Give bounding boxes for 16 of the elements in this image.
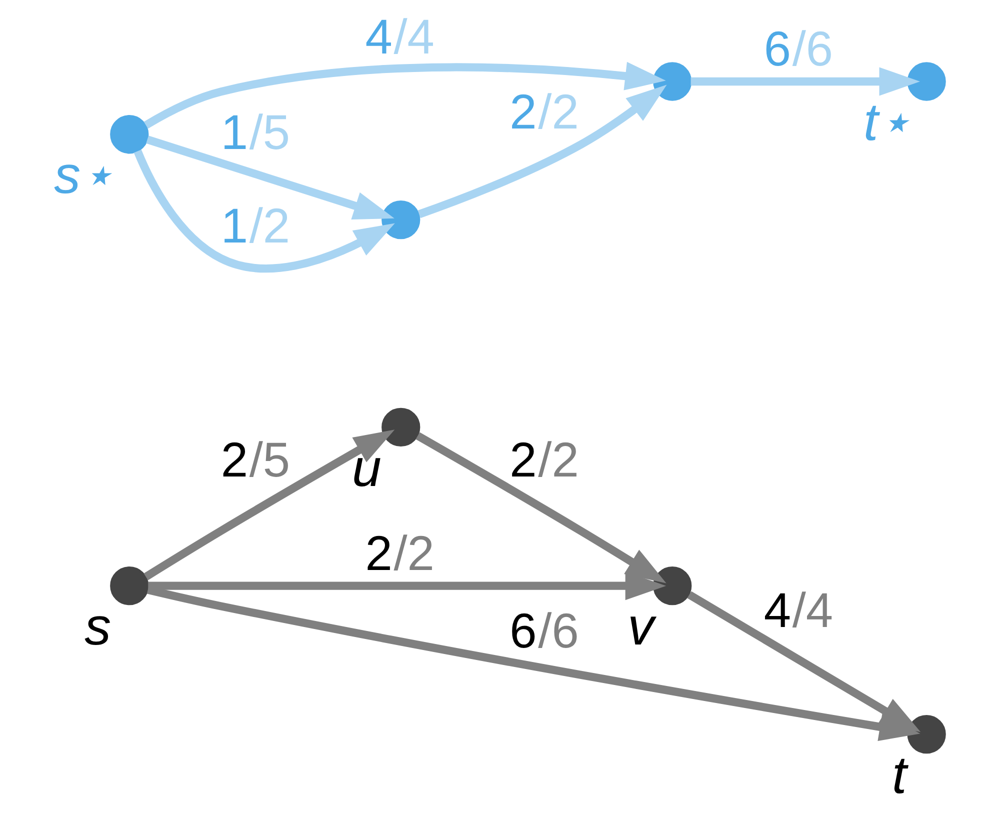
edge-label: 2/2 (364, 526, 434, 581)
node-label: s⋆ (54, 146, 114, 205)
edge-label: 6/6 (509, 604, 578, 658)
edge-label: 4/4 (763, 584, 833, 638)
edge-label: 2/2 (509, 86, 578, 140)
node-label: v (627, 597, 654, 656)
node-label: t⋆ (863, 93, 911, 152)
edge-label: 4/4 (364, 10, 434, 64)
node-label: t (891, 746, 906, 805)
edge-label: 2/2 (509, 433, 578, 488)
node-label: u (352, 438, 381, 498)
edge-label: 1/5 (220, 106, 290, 160)
edge-label: 1/2 (220, 200, 290, 254)
edge-label: 2/5 (220, 433, 290, 488)
edge-label: 6/6 (763, 22, 833, 77)
node-label: s (84, 597, 111, 656)
